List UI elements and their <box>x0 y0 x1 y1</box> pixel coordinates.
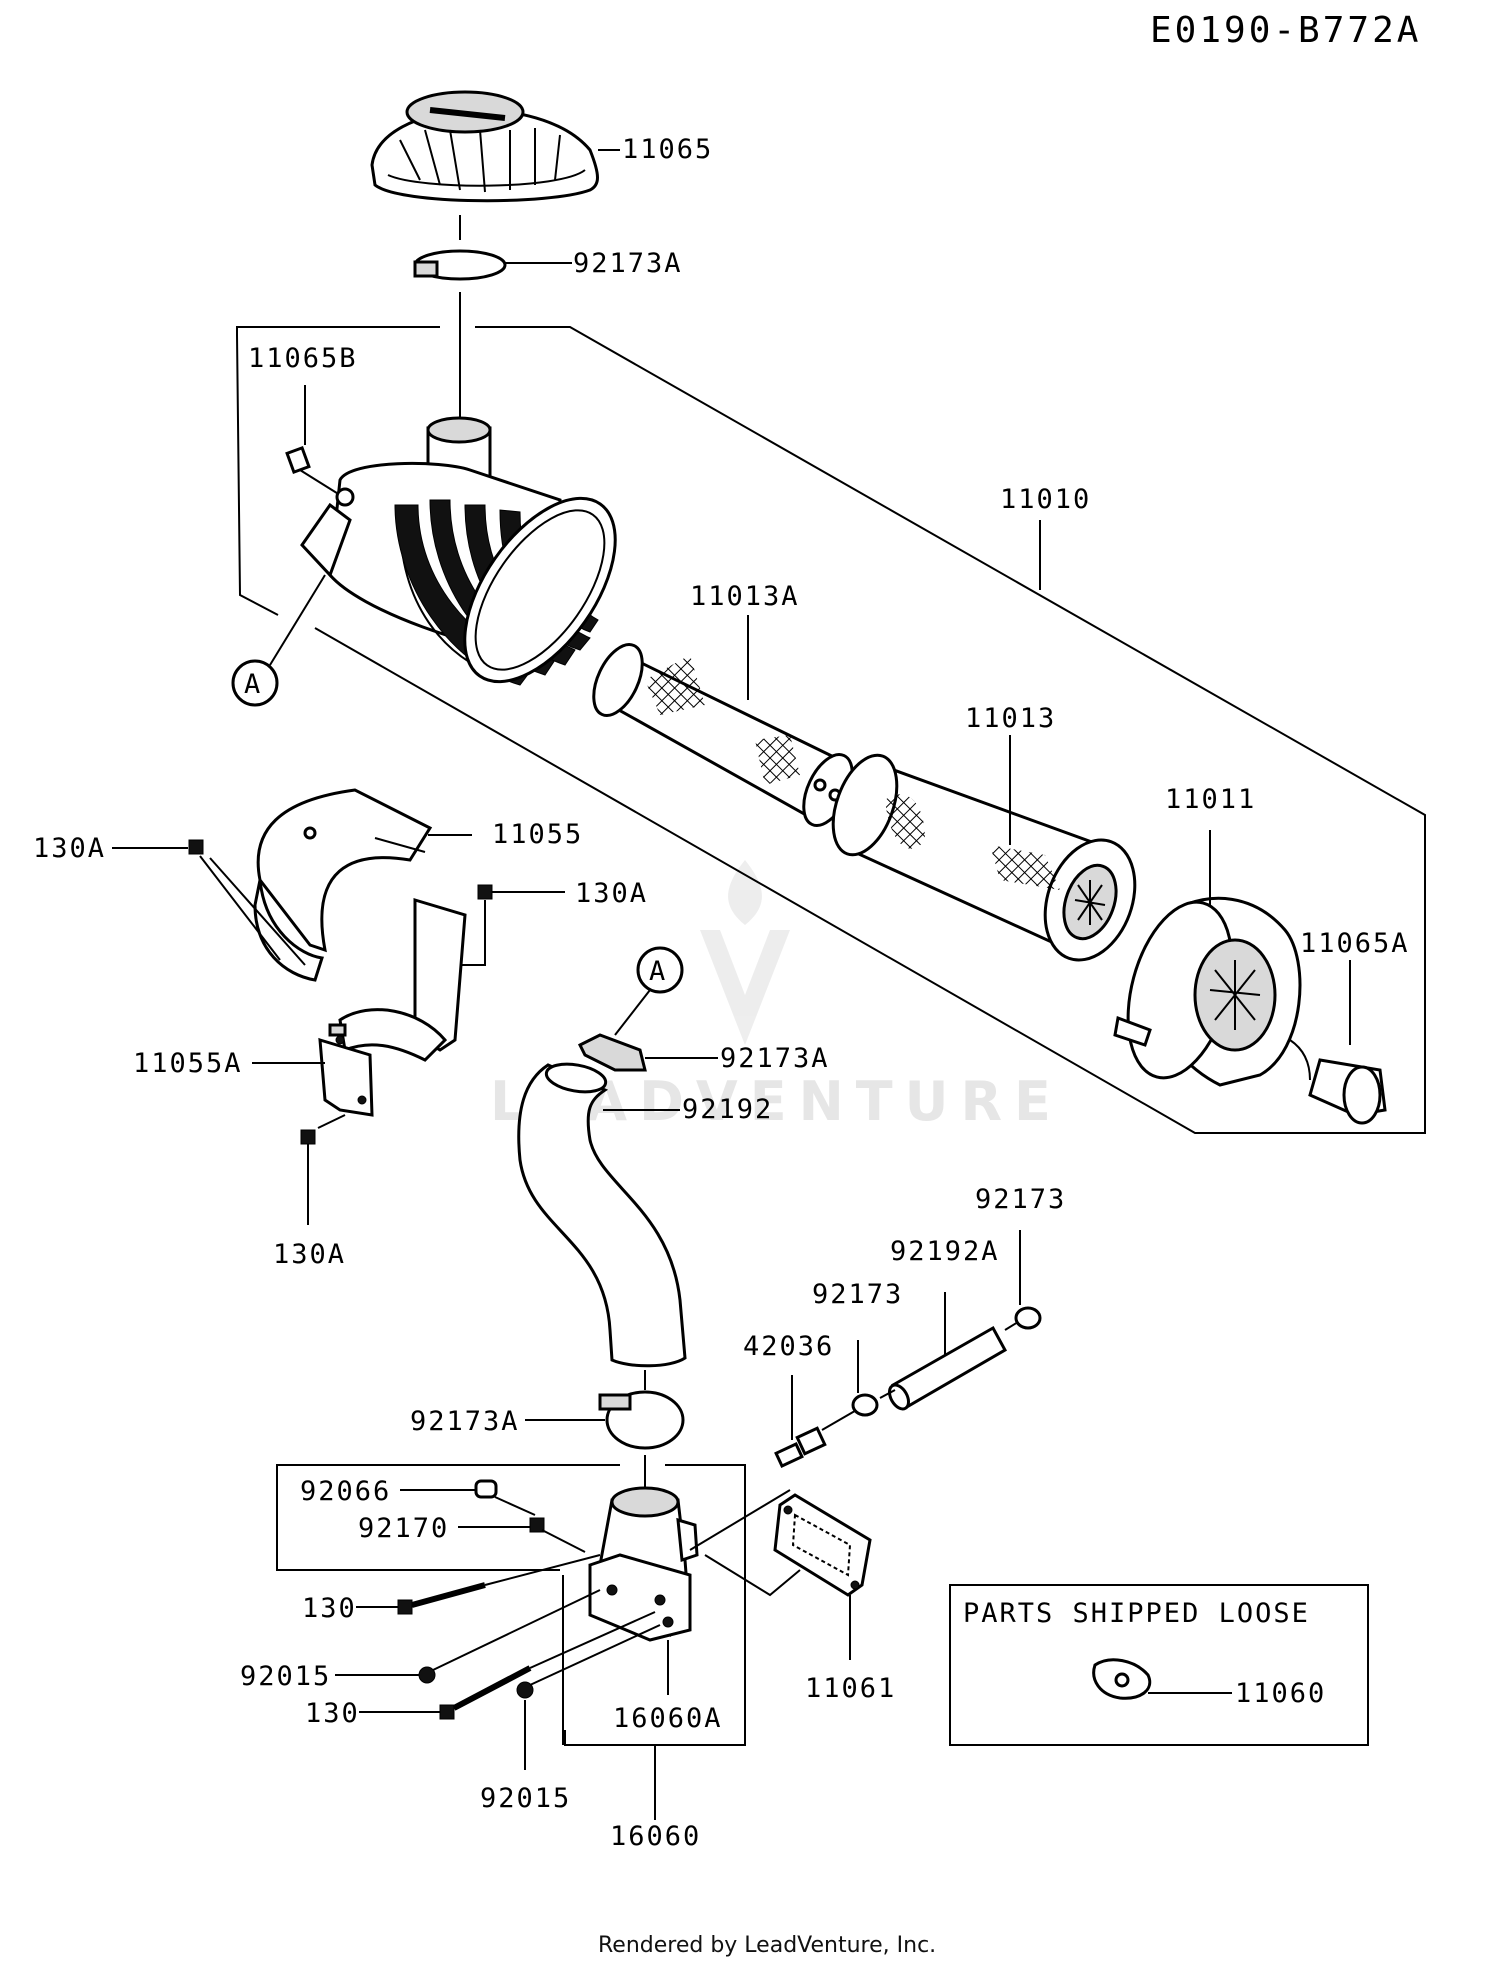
label-92173-right: 92173 <box>975 1184 1066 1215</box>
part-130-bolt-bottom <box>439 1611 656 1720</box>
label-11055: 11055 <box>492 819 583 850</box>
part-11013-outer-filter <box>831 735 1137 962</box>
part-11061-gasket <box>704 1493 872 1660</box>
watermark-logo <box>700 860 790 1045</box>
label-130A-left: 130A <box>33 833 106 864</box>
part-92173A-clamp <box>413 249 572 281</box>
part-11013A-inner-filter <box>592 615 854 827</box>
label-11065B: 11065B <box>248 343 358 374</box>
label-130A-right: 130A <box>575 878 648 909</box>
callout-a-mid: A <box>649 956 667 987</box>
part-92173-clamp-mid <box>851 1340 879 1417</box>
part-11010-housing <box>300 416 617 686</box>
part-130A-bolt-left <box>188 839 306 966</box>
label-11013: 11013 <box>965 703 1056 734</box>
label-92192: 92192 <box>682 1094 773 1125</box>
label-92066: 92066 <box>300 1476 391 1507</box>
part-92066-plug <box>474 1479 498 1499</box>
label-92173A-top: 92173A <box>573 248 683 279</box>
label-92170: 92170 <box>358 1513 449 1544</box>
part-11011-end-cover <box>1113 830 1302 1087</box>
part-92173-clamp-right <box>1004 1230 1042 1331</box>
label-11055A: 11055A <box>133 1048 243 1079</box>
label-11013A: 11013A <box>690 581 800 612</box>
parts-shipped-loose-box: PARTS SHIPPED LOOSE <box>949 1584 1369 1746</box>
label-16060: 16060 <box>610 1821 701 1852</box>
footer-credit: Rendered by LeadVenture, Inc. <box>598 1933 936 1958</box>
label-11061: 11061 <box>805 1673 896 1704</box>
label-92015-left: 92015 <box>240 1661 331 1692</box>
label-11065A: 11065A <box>1300 928 1410 959</box>
part-92173A-clamp-low <box>525 1390 685 1450</box>
part-11055-band <box>253 788 472 982</box>
label-92015-bottom: 92015 <box>480 1783 571 1814</box>
label-11011: 11011 <box>1165 784 1256 815</box>
assembly-bracket-11010 <box>236 326 1426 1134</box>
part-130-bolt-top <box>397 1554 601 1615</box>
label-42036: 42036 <box>743 1331 834 1362</box>
part-16060A-elbow <box>588 1486 699 1695</box>
part-92192-hose <box>517 1062 687 1368</box>
label-92173-mid: 92173 <box>812 1279 903 1310</box>
part-11065A-valve <box>1289 960 1387 1125</box>
part-92192A-tube <box>879 1292 1008 1411</box>
label-130-bottom: 130 <box>305 1698 360 1729</box>
label-11010: 11010 <box>1000 484 1091 515</box>
callout-a-top: A <box>244 669 262 700</box>
part-92015-nut-bottom <box>516 1681 534 1699</box>
label-11060: 11060 <box>1235 1678 1326 1709</box>
label-92192A: 92192A <box>890 1236 1000 1267</box>
part-92170-screw <box>529 1517 545 1533</box>
assembly-bracket-16060 <box>276 1464 746 1820</box>
box-title: PARTS SHIPPED LOOSE <box>963 1598 1310 1629</box>
label-130-top: 130 <box>302 1593 357 1624</box>
diagram-code: E0190-B772A <box>1150 10 1421 51</box>
label-92173A-mid: 92173A <box>720 1043 830 1074</box>
part-130A-bolt-right <box>455 884 565 966</box>
part-11065B-screw <box>285 445 341 496</box>
label-130A-bottom: 130A <box>273 1239 346 1270</box>
label-11065: 11065 <box>622 134 713 165</box>
part-130A-bolt-bottom <box>300 1114 346 1225</box>
part-11055A-bracket <box>252 897 467 1117</box>
label-16060A: 16060A <box>613 1703 723 1734</box>
part-42036-fitting <box>774 1375 861 1468</box>
part-92015-nut-left <box>418 1666 436 1684</box>
label-92173A-low: 92173A <box>410 1406 520 1437</box>
part-92173A-clamp-mid <box>577 1033 718 1072</box>
part-11065-cap <box>370 90 620 203</box>
